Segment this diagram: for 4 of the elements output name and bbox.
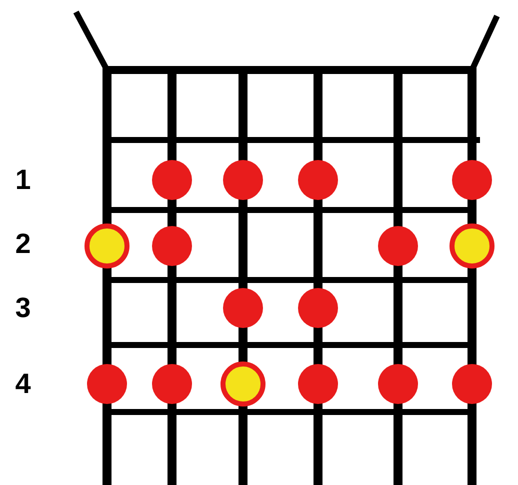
fret-number: 4 [14,370,32,398]
fret-number: 2 [14,230,32,258]
fret-number: 1 [14,166,32,194]
fret-number: 3 [14,294,32,322]
